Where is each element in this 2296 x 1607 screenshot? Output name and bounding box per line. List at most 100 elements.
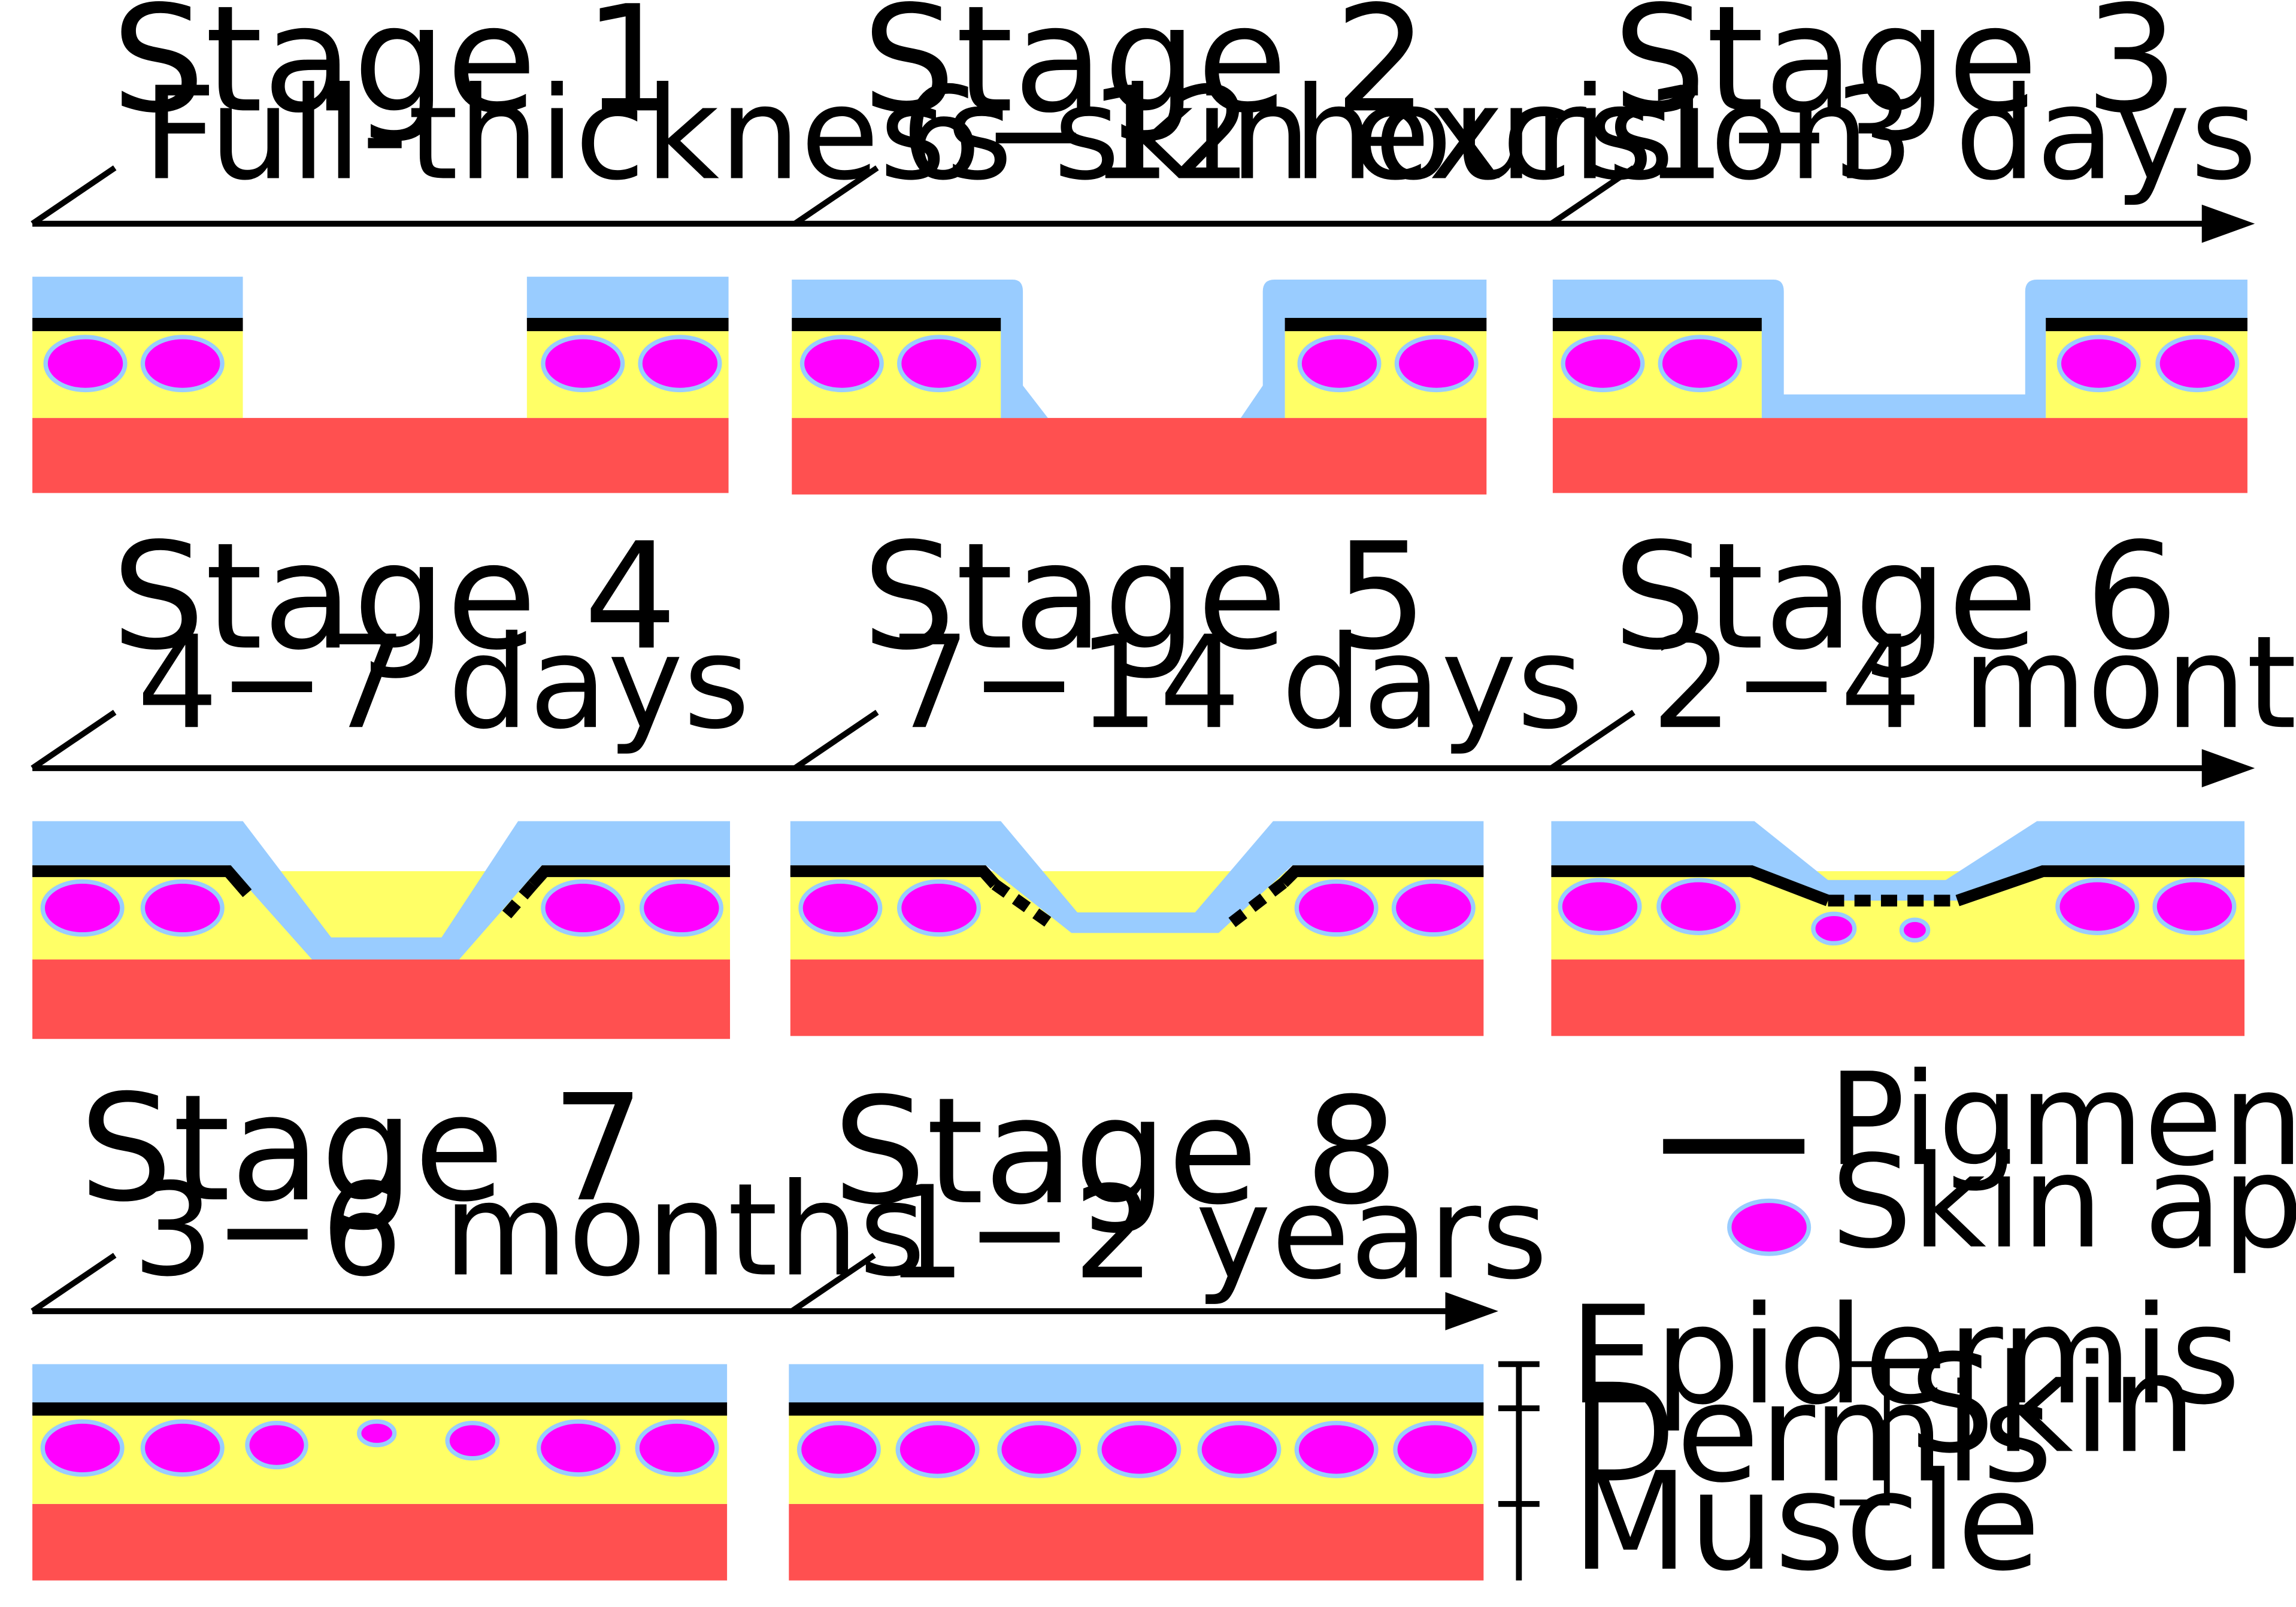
stage-3-time: 1−3 days — [1644, 60, 2257, 208]
stage-7-time: 3−6 months — [132, 1156, 925, 1305]
pigment-cell-layer — [789, 1402, 1484, 1416]
skin-appendage — [541, 335, 625, 393]
skin-appendage — [2155, 335, 2240, 393]
timeline-row-2 — [31, 709, 2255, 787]
muscle-layer — [789, 1503, 1484, 1581]
skin-bracket — [1840, 1361, 1890, 1506]
skin-appendage — [140, 879, 225, 937]
epidermis-layer — [32, 1364, 728, 1404]
skin-appendage — [635, 1419, 719, 1477]
pigment-cell-layer — [32, 317, 243, 332]
skin-appendage — [639, 879, 723, 937]
pigment-cell-layer — [526, 317, 729, 332]
epidermis-layer — [790, 821, 1484, 933]
skin-appendage — [2152, 878, 2237, 935]
pigment-cell-layer — [792, 317, 1001, 332]
dermis-label: Dermis — [1572, 1356, 2053, 1513]
stage-7-panel — [32, 1364, 728, 1581]
stage-4-panel — [32, 821, 731, 1039]
skin-appendage — [638, 335, 722, 393]
skin-appendage — [1294, 1421, 1379, 1478]
skin-appendage — [245, 1421, 308, 1470]
skin-appendage — [40, 879, 125, 937]
skin-appendage — [1294, 879, 1379, 937]
legend: Pigment cell layer Skin appendage — [1663, 1046, 2296, 1277]
skin-appendage — [896, 335, 982, 393]
pigment-cell-layer — [790, 865, 999, 889]
epidermis-layer — [789, 1364, 1484, 1404]
pigment-cell-layer-dashed — [991, 880, 1059, 932]
stage-5-title: Stage 5 — [862, 511, 1428, 682]
timeline-row-3 — [31, 1253, 1498, 1330]
pigment-cell-layer-dashed — [1222, 878, 1288, 932]
skin-appendage — [140, 1419, 225, 1477]
epidermis-layer — [32, 277, 243, 320]
skin-appendage — [2055, 878, 2140, 935]
stage-6-panel — [1551, 821, 2244, 1036]
epidermis-layer — [1552, 280, 2247, 419]
skin-appendage — [1558, 878, 1642, 935]
skin-appendage — [445, 1421, 500, 1461]
stage-7-title: Stage 7 — [79, 1063, 645, 1234]
pigment-cell-layer — [1551, 865, 1830, 906]
skin-appendage — [1899, 917, 1931, 943]
stage-8-title: Stage 8 — [833, 1066, 1399, 1237]
stage-2-panel — [792, 280, 1487, 495]
muscle-layer — [1551, 959, 2244, 1036]
skin-appendage — [536, 1419, 620, 1477]
pigment-cell-layer — [32, 1402, 728, 1416]
skin-appendage — [896, 879, 982, 937]
skin-appendage — [1097, 1421, 1182, 1478]
stage-1-panel — [32, 277, 729, 493]
muscle-layer — [32, 1503, 728, 1581]
pigment-cell-layer — [1285, 317, 1487, 332]
epidermis-layer — [1551, 821, 2244, 901]
stage-1-title: Stage 1 — [111, 0, 677, 145]
stage-2-time: 6−12 hours — [901, 60, 1653, 208]
stage-6-title: Stage 6 — [1613, 511, 2179, 682]
pigment-cell-layer — [1279, 865, 1484, 887]
muscle-layer — [32, 959, 731, 1039]
stage-8-time: 1−2 years — [885, 1159, 1548, 1308]
muscle-layer — [1552, 418, 2247, 493]
pigment-cell-layer-dashed — [500, 880, 538, 921]
legend-appendage-label: Skin appendage — [1831, 1129, 2296, 1277]
skin-appendage — [1658, 335, 1742, 393]
skin-appendage — [1656, 878, 1741, 935]
muscle-layer — [790, 959, 1484, 1036]
pigment-cell-layer — [1955, 865, 2244, 906]
stage-3-panel — [1552, 280, 2247, 493]
skin-appendage — [1393, 1421, 1477, 1478]
pigment-cell-layer — [32, 865, 252, 898]
stage-5-panel — [790, 821, 1484, 1036]
skin-appendage — [1394, 335, 1479, 393]
skin-appendage — [1811, 911, 1857, 946]
skin-appendage — [1561, 335, 1645, 393]
pigment-cell-layer — [528, 865, 731, 889]
stage-2-title: Stage 2 — [862, 0, 1428, 145]
skin-appendage — [799, 335, 884, 393]
stage-8-panel — [789, 1364, 1484, 1581]
epidermis-layer — [792, 280, 1048, 419]
skin-appendage — [798, 879, 883, 937]
skin-appendage — [796, 1421, 881, 1478]
muscle-layer — [32, 418, 729, 493]
timeline-row-1 — [31, 165, 2255, 243]
skin-appendage — [1197, 1421, 1282, 1478]
skin-appendage — [2056, 335, 2141, 393]
skin-appendage — [541, 879, 625, 937]
pigment-cell-layer — [2046, 317, 2247, 332]
skin-appendage — [356, 1419, 397, 1448]
stage-1-time: Full-thickness skin excision — [143, 60, 1869, 208]
skin-appendage — [140, 335, 225, 393]
muscle-layer — [792, 418, 1487, 495]
stage-6-time: 2−4 months — [1652, 609, 2296, 757]
muscle-label: Muscle — [1572, 1444, 2040, 1601]
skin-appendage — [895, 1421, 980, 1478]
skin-appendage — [43, 335, 128, 393]
legend-appendage-swatch — [1727, 1198, 1812, 1256]
skin-label: Skin — [1909, 1326, 2197, 1483]
skin-appendage — [1391, 879, 1476, 937]
epidermis-label: Epidermis — [1569, 1277, 2241, 1435]
skin-appendage — [997, 1421, 1082, 1478]
